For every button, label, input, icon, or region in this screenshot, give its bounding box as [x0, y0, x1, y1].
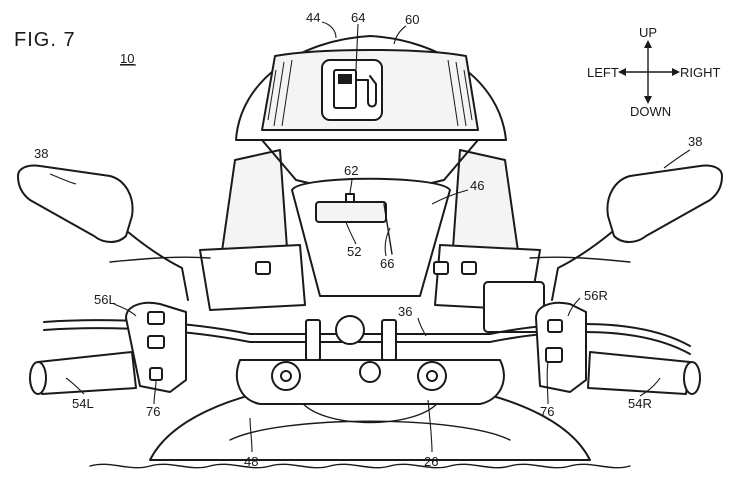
mirror-left [17, 164, 189, 301]
label-button-left: 76 [146, 404, 160, 419]
direction-compass: UP DOWN LEFT RIGHT [587, 25, 721, 119]
label-steering-stem: 26 [424, 454, 438, 469]
compass-left-label: LEFT [587, 65, 619, 80]
grip-left [29, 351, 137, 395]
label-camera: 62 [344, 163, 358, 178]
switch-left-mid [147, 335, 165, 349]
meter-display [315, 201, 387, 223]
grip-right [587, 351, 701, 395]
compass-down-label: DOWN [630, 104, 671, 119]
arrow-right-icon [672, 68, 680, 76]
leader-lines [49, 21, 691, 453]
display-panel-hatching [267, 59, 473, 127]
label-windscreen: 44 [306, 10, 320, 25]
reference-labels: 44 60 64 38 38 62 46 52 66 36 56L 56R 54… [34, 10, 702, 469]
label-fuel-tank: 48 [244, 454, 258, 469]
label-fuel-icon: 64 [351, 10, 365, 25]
right-indicator-inner [433, 261, 449, 275]
label-meter-cover: 46 [470, 178, 484, 193]
switch-left-button [149, 367, 163, 381]
label-mirror-left: 38 [34, 146, 48, 161]
right-housing [483, 281, 545, 333]
switch-housing-left [125, 301, 187, 393]
arrow-left-icon [618, 68, 626, 76]
clamp-bolt-left [305, 319, 321, 361]
switch-housing-right [535, 301, 587, 393]
meter-cover [291, 177, 451, 297]
break-line [89, 463, 631, 469]
windscreen [235, 35, 507, 189]
label-meter-display: 52 [347, 244, 361, 259]
label-switch-right: 56R [584, 288, 608, 303]
switch-left-top [147, 311, 165, 325]
switch-right-button [545, 347, 563, 363]
label-grip-right: 54R [628, 396, 652, 411]
steering-stem [235, 315, 505, 405]
mirror-right [551, 164, 723, 301]
arrow-up-icon [644, 40, 652, 48]
label-meter-frame: 66 [380, 256, 394, 271]
label-handlebar: 36 [398, 304, 412, 319]
clamp-bolt-right [381, 319, 397, 361]
label-button-right: 76 [540, 404, 554, 419]
compass-up-label: UP [639, 25, 657, 40]
cowl-panels [109, 149, 631, 311]
label-switch-left: 56L [94, 292, 116, 307]
left-indicator [255, 261, 271, 275]
label-mirror-right: 38 [688, 134, 702, 149]
figure-reference: 10 [120, 51, 134, 66]
camera-lens [345, 193, 355, 203]
ignition-key [335, 315, 365, 345]
label-display-panel: 60 [405, 12, 419, 27]
label-grip-left: 54L [72, 396, 94, 411]
switch-right-top [547, 319, 563, 333]
compass-right-label: RIGHT [680, 65, 721, 80]
right-indicator-outer [461, 261, 477, 275]
handlebar [43, 319, 691, 355]
arrow-down-icon [644, 96, 652, 104]
fuel-pump-icon [321, 59, 383, 121]
figure-title: FIG. 7 [14, 29, 76, 51]
